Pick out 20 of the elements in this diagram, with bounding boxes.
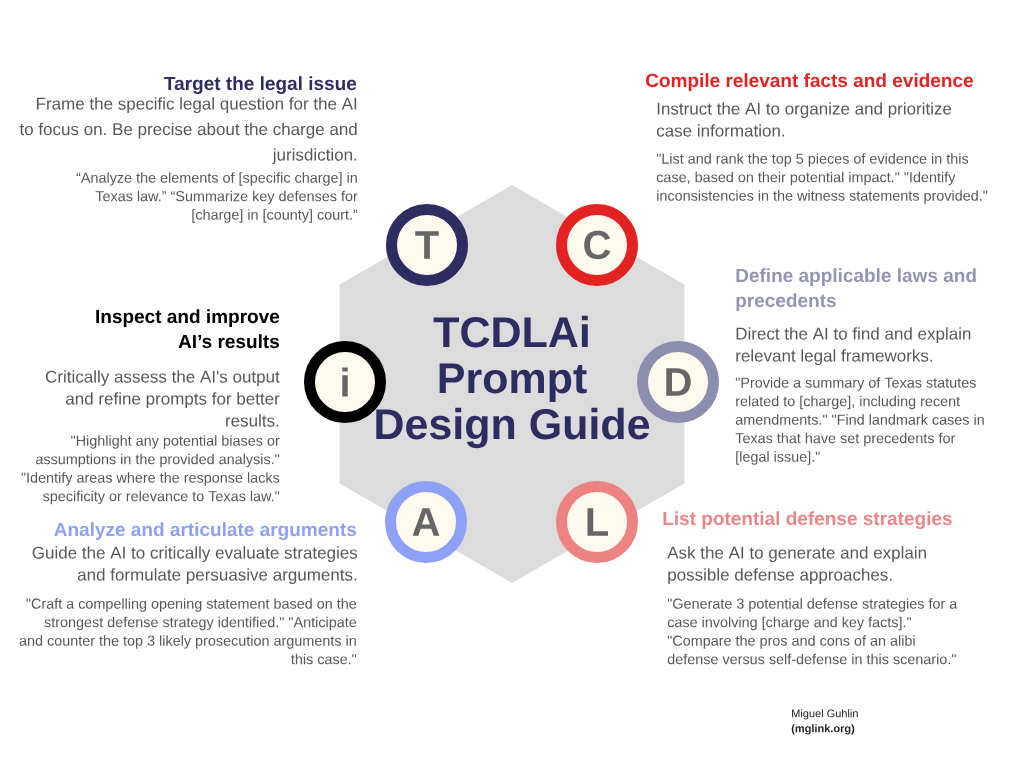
- step-heading: Analyze and articulate arguments: [54, 522, 356, 540]
- step-description: Ask the AI to generate and explain possible defense approaches.: [667, 546, 926, 585]
- step-heading: Inspect and improve AI’s results: [96, 309, 280, 349]
- example-prompts: "List and rank the top 5 pieces of evidence in this case, based on their potential impact." "Identify inconsistencies in the witness statements provided.": [656, 153, 988, 204]
- step-heading: List potential defense strategies: [663, 511, 952, 529]
- example-prompts: “Analyze the elements of [specific charge] in Texas law.” “Summarize key defenses for [charge] in [county] court.”: [76, 172, 358, 223]
- step-heading: Define applicable laws and precedents: [736, 268, 976, 311]
- step-heading: Compile relevant facts and evidence: [646, 73, 973, 91]
- step-description: Frame the specific legal question for the AI to focus on. Be precise about the charge and jurisdiction.: [19, 97, 357, 165]
- step-description: Instruct the AI to organize and prioritize case information.: [656, 102, 952, 137]
- step-description: Critically assess the AI's output and refine prompts for better results.: [45, 370, 280, 427]
- example-prompts: "Generate 3 potential defense strategies for a case involving [charge and key facts]." "Compare the pros and cons of an alibi defense versus self-defense in this scenario.": [667, 598, 958, 665]
- example-prompts: "Highlight any potential biases or assumptions in the provided analysis." "Identify areas where the response lacks specificity or relevance to Texas law.": [21, 435, 280, 505]
- example-prompts: "Craft a compelling opening statement based on the strongest defense strategy identified." "Anticipate and counter the top 3 likely prosecution arguments in this case.": [19, 598, 357, 665]
- credit-text: Miguel Guhlin: [792, 709, 858, 720]
- step-description: Guide the AI to critically evaluate strategies and formulate persuasive arguments.: [32, 546, 358, 585]
- step-description: Direct the AI to find and explain relevant legal frameworks.: [736, 327, 971, 366]
- credit-text: (mglink.org): [791, 724, 855, 735]
- step-heading: Target the legal issue: [164, 76, 357, 94]
- example-prompts: "Provide a summary of Texas statutes related to [charge], including recent amendments." "Find landmark cases in Texas that have set precedents for [legal issue].": [735, 377, 984, 465]
